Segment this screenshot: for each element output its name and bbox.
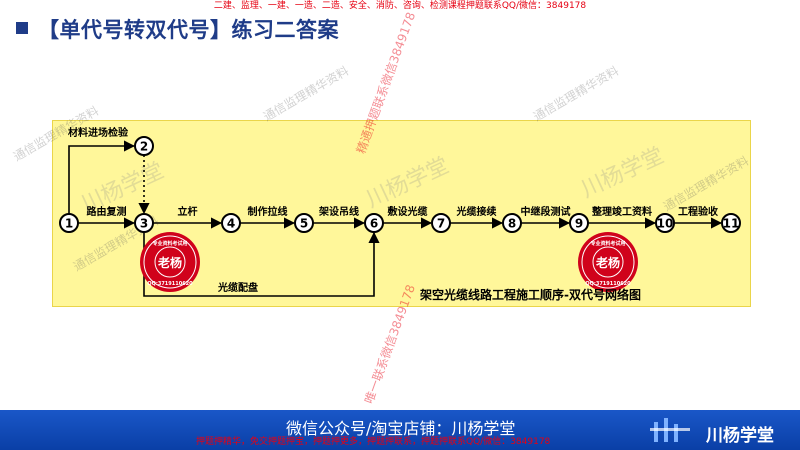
- svg-text:专业资料考试用: 专业资料考试用: [590, 240, 625, 247]
- svg-text:9: 9: [575, 217, 583, 231]
- page-title: 【单代号转双代号】练习二答案: [38, 18, 339, 42]
- activity-label: 路由复测: [87, 205, 127, 218]
- svg-text:QQ:3719110620: QQ:3719110620: [147, 281, 193, 287]
- activity-label: 立杆: [178, 205, 198, 218]
- network-node: 6: [364, 213, 384, 233]
- activity-label: 光缆配盘: [217, 281, 258, 294]
- network-node: 4: [221, 213, 241, 233]
- activity-label: 中继段测试: [521, 205, 571, 218]
- activity-arrow: [68, 140, 136, 214]
- network-node: 10: [655, 213, 675, 233]
- svg-text:11: 11: [723, 217, 740, 231]
- network-node: 11: [721, 213, 741, 233]
- svg-text:老杨: 老杨: [158, 255, 182, 270]
- activity-label: 制作拉线: [248, 205, 288, 218]
- activity-label: 整理竣工资料: [591, 205, 652, 218]
- footer-main-text: 微信公众号/淘宝店铺：川杨学堂: [286, 419, 516, 438]
- network-node: 8: [502, 213, 522, 233]
- svg-text:QQ:3719110620: QQ:3719110620: [585, 281, 631, 287]
- network-node: 9: [569, 213, 589, 233]
- network-node: 7: [431, 213, 451, 233]
- diagram-caption: 架空光缆线路工程施工顺序-双代号网络图: [420, 288, 641, 302]
- footer-sub-text: 押题押精华，免交押题押宝，押题押更多，押题押联系，押题押联系QQ/微信：3849…: [196, 437, 551, 447]
- activity-label: 敷设光缆: [388, 205, 428, 218]
- svg-text:3: 3: [140, 217, 148, 231]
- svg-text:10: 10: [657, 217, 674, 231]
- seal-stamp-icon: 老杨 专业资料考试用 QQ:3719110620: [578, 232, 638, 292]
- network-node: 2: [134, 136, 154, 156]
- svg-text:5: 5: [300, 217, 308, 231]
- svg-text:6: 6: [370, 217, 378, 231]
- brand-name: 川杨学堂: [706, 426, 774, 446]
- seal-stamp-icon: 老杨 专业资料考试用 QQ:3719110620: [140, 232, 200, 292]
- title-bullet: [16, 22, 28, 34]
- activity-label: 材料进场检验: [68, 126, 129, 139]
- activity-label: 工程验收: [678, 205, 718, 218]
- top-banner: 二建、监理、一建、一造、二造、安全、消防、咨询、检测课程押题联系QQ/微信：38…: [213, 1, 587, 11]
- svg-text:2: 2: [140, 140, 148, 154]
- svg-text:7: 7: [437, 217, 445, 231]
- network-node: 5: [294, 213, 314, 233]
- network-node: 1: [59, 213, 79, 233]
- network-node: 3: [134, 213, 154, 233]
- activity-label: 架设吊线: [318, 205, 359, 218]
- svg-text:老杨: 老杨: [596, 255, 620, 270]
- svg-text:专业资料考试用: 专业资料考试用: [152, 240, 187, 247]
- svg-text:4: 4: [227, 217, 235, 231]
- activity-label: 光缆接续: [456, 205, 497, 218]
- svg-text:1: 1: [65, 217, 73, 231]
- brand-logo-icon: [650, 418, 690, 442]
- svg-text:8: 8: [508, 217, 516, 231]
